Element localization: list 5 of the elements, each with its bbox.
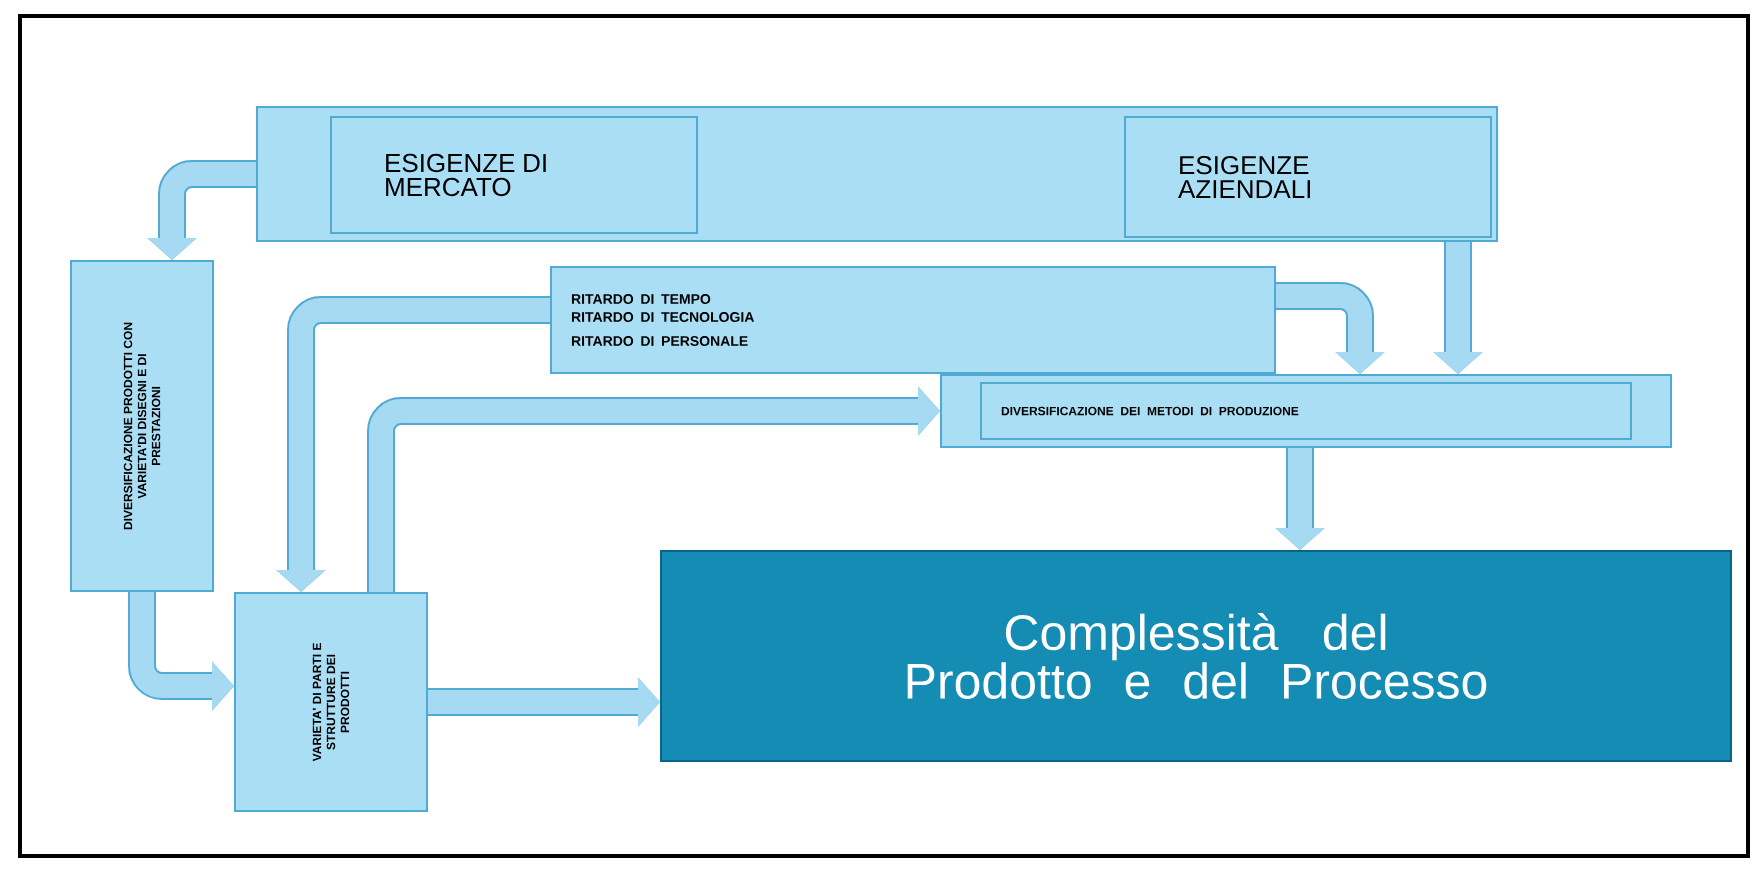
block-arrow bbox=[367, 386, 940, 592]
block-arrow bbox=[1276, 282, 1385, 374]
text-box: ESIGENZE AZIENDALI bbox=[1124, 116, 1492, 238]
title-box: Complessità del Prodotto e del Processo bbox=[660, 550, 1732, 762]
text-box: ESIGENZE DI MERCATO bbox=[330, 116, 698, 234]
